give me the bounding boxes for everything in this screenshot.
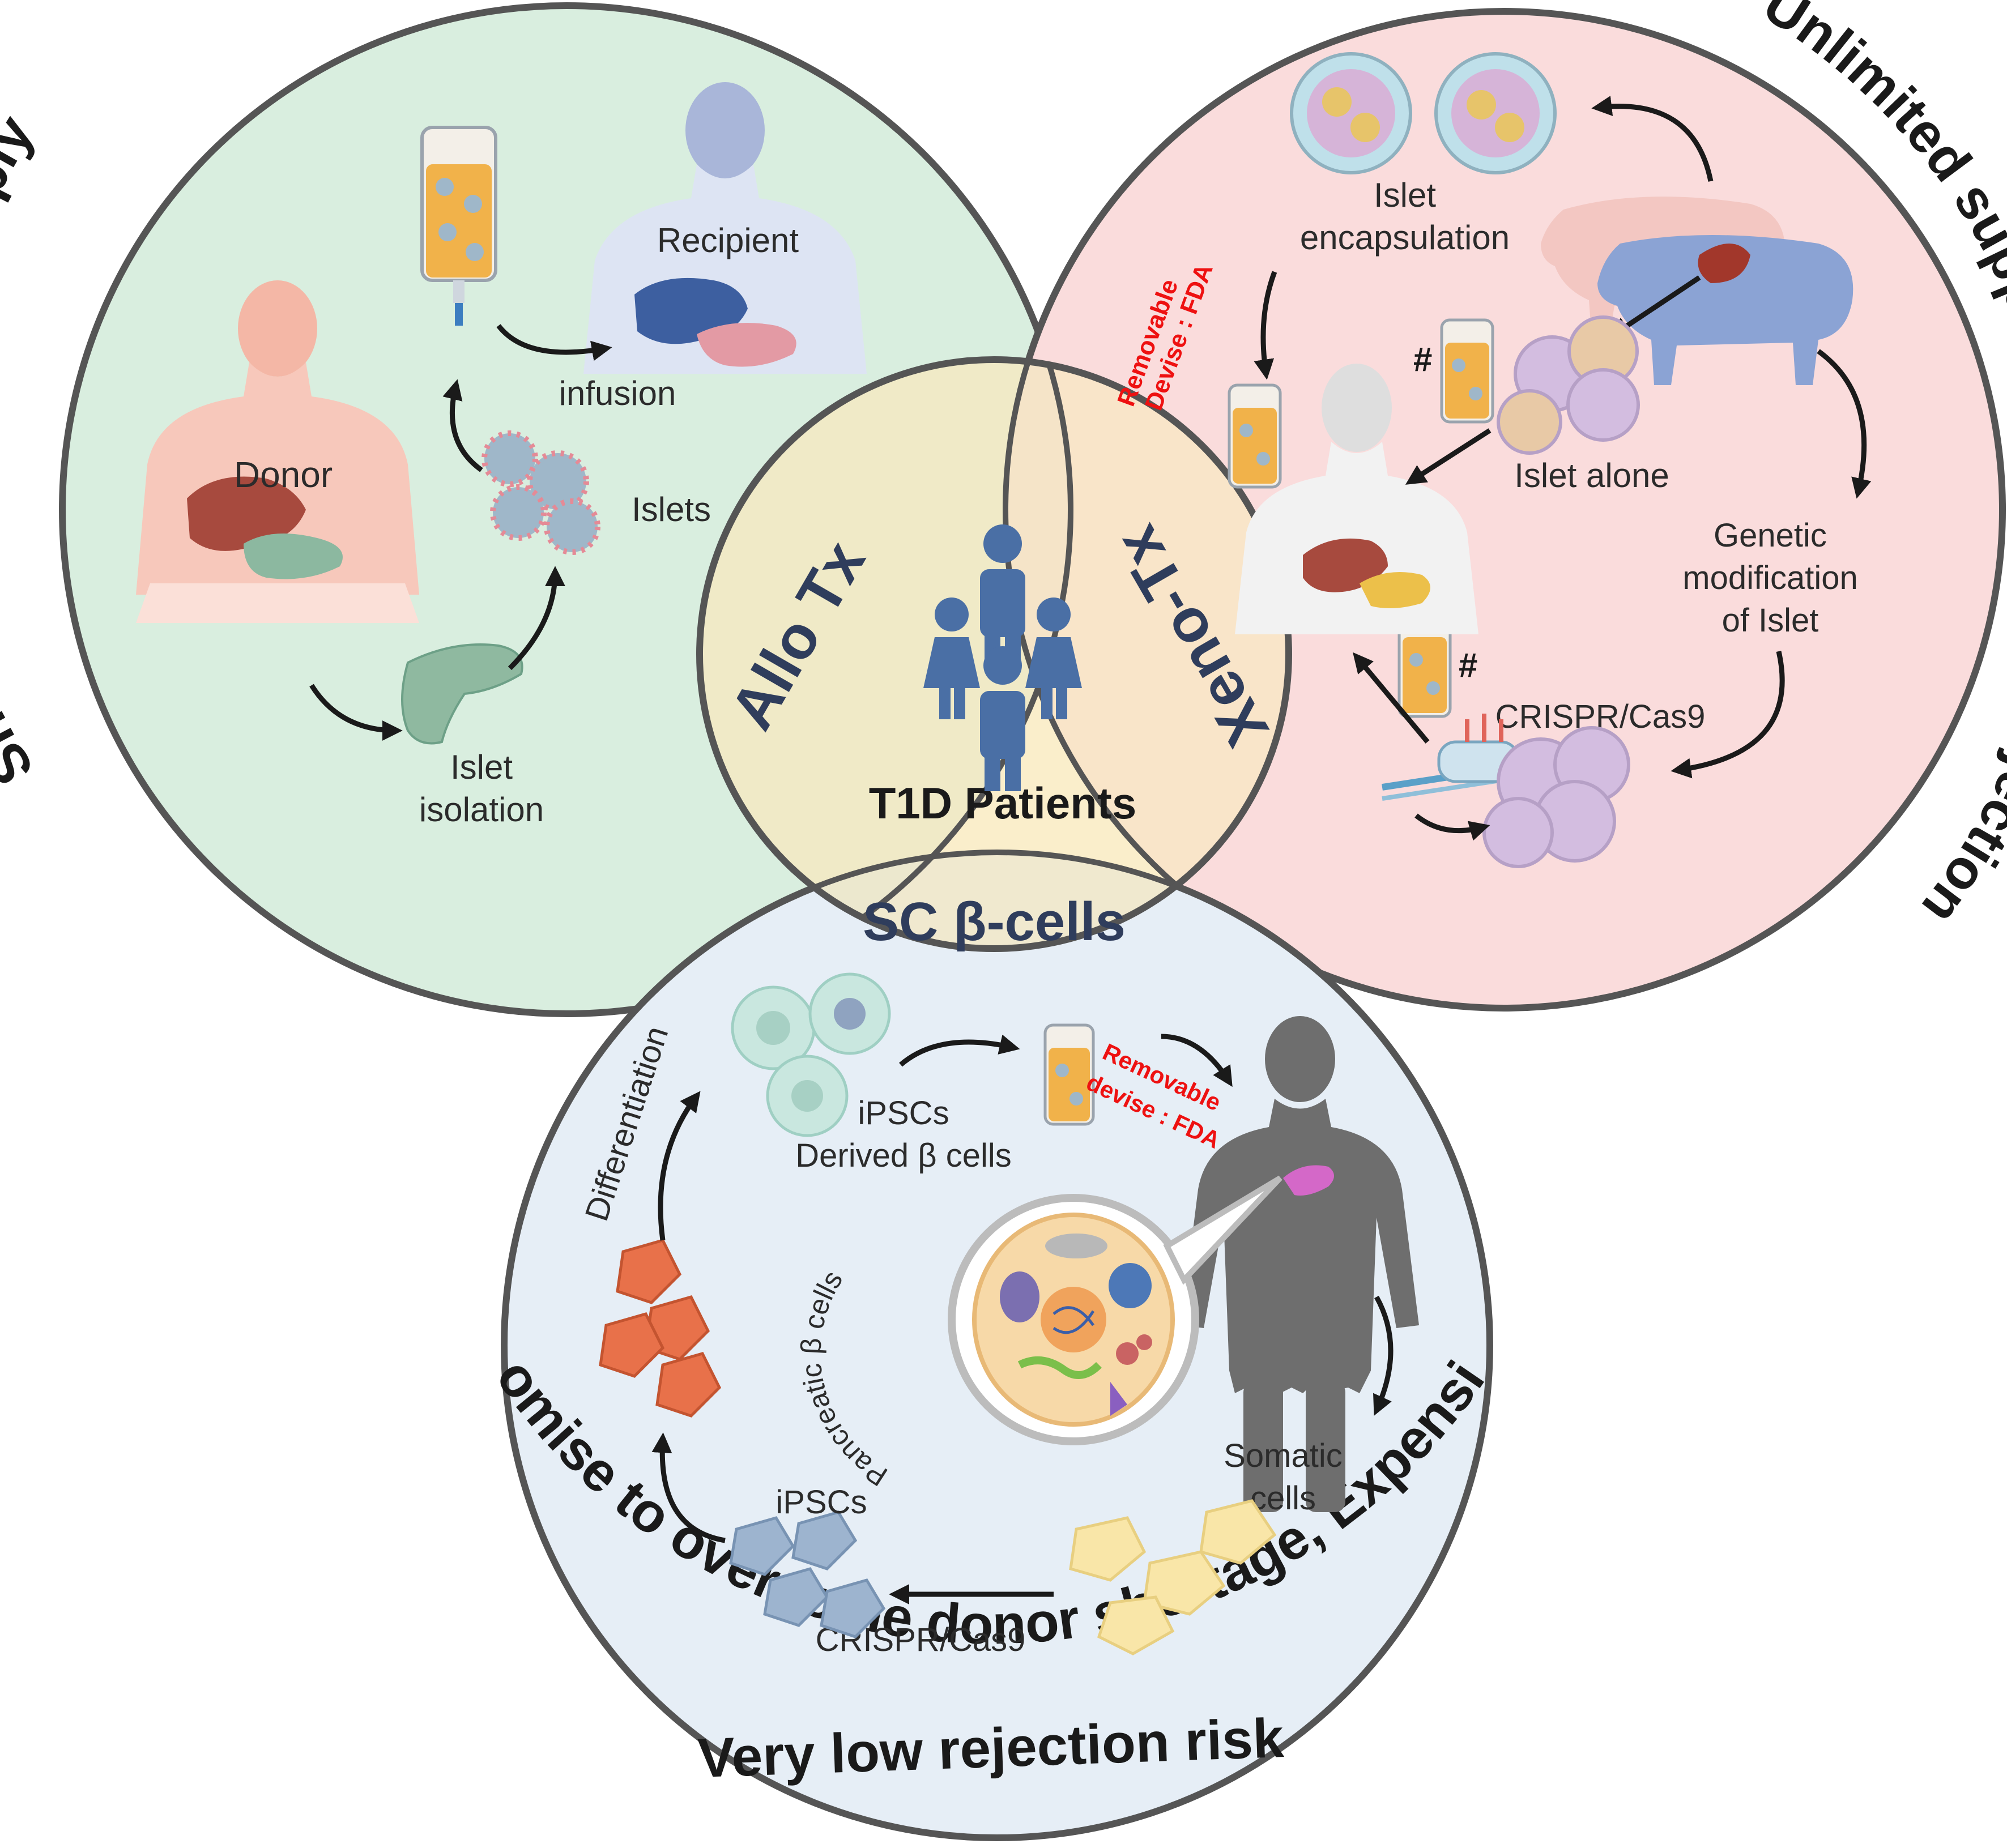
islets-to-bag-arrow xyxy=(442,379,483,472)
encapsulation-dish-icon-2 xyxy=(1434,52,1557,174)
ipscs-label: iPSCs xyxy=(775,1484,867,1521)
recipient-body-illustration xyxy=(583,82,867,374)
islets-cluster-icon xyxy=(481,430,600,555)
xeno-recipient-body-illustration xyxy=(1235,364,1478,634)
body-to-somatic-arrow xyxy=(1373,1295,1394,1416)
pancreas-to-islets-arrow xyxy=(508,566,565,671)
somatic-cells-line1: Somatic xyxy=(1224,1437,1343,1474)
hash-mark-1: # xyxy=(1413,340,1432,378)
iv-bag-xeno-icon-3 xyxy=(1397,613,1452,718)
pig-icon xyxy=(1541,197,1853,385)
ipsc-derived-line2: Derived β cells xyxy=(795,1137,1011,1174)
islet-encapsulation-line1: Islet xyxy=(1374,176,1436,214)
crispr-to-islets-arrow xyxy=(1414,813,1490,841)
infusion-arrow xyxy=(496,324,612,361)
ipsc-cells-icon xyxy=(729,1510,886,1638)
encapsulation-to-bag-arrow xyxy=(1254,271,1277,380)
donor-label: Donor xyxy=(234,454,333,495)
iv-bag-allo-icon xyxy=(420,126,497,326)
ipsc-derived-beta-cells-icon xyxy=(731,972,891,1137)
somatic-cells-icon xyxy=(1069,1499,1277,1655)
iv-bag-sc-icon xyxy=(1043,1023,1095,1126)
iv-bag-xeno-icon-2 xyxy=(1440,318,1494,424)
pancreas-icon xyxy=(401,643,523,745)
islet-alone-to-body-arrow xyxy=(1405,428,1492,485)
islet-isolation-line1: Islet xyxy=(450,748,513,786)
crispr-to-body-arrow xyxy=(1353,652,1430,744)
ipsc-to-red-cells-arrow xyxy=(651,1432,726,1543)
donor-body-illustration xyxy=(136,280,419,623)
t1d-patients-label: T1D Patients xyxy=(869,778,1136,828)
sc-pancreas-icon xyxy=(1283,1165,1334,1196)
sc-beta-cells-label: SC β-cells xyxy=(863,891,1126,952)
ipsc-derived-line1: iPSCs xyxy=(858,1095,949,1132)
islet-alone-cluster-icon xyxy=(1497,315,1640,455)
pig-to-islet-arrow xyxy=(1609,275,1701,338)
islet-encapsulation-line2: encapsulation xyxy=(1300,219,1510,257)
genetic-modification-line1: Genetic xyxy=(1714,517,1827,554)
modified-islets-cluster-icon xyxy=(1482,726,1630,868)
pig-to-dish-arrow xyxy=(1591,96,1714,182)
body-to-pancreas-arrow xyxy=(309,684,403,741)
genetic-to-crispr-arrow xyxy=(1671,651,1785,779)
islets-label: Islets xyxy=(632,490,711,528)
genetic-modification-line3: of Islet xyxy=(1722,602,1819,639)
red-cells-to-derived-arrow xyxy=(658,1091,701,1241)
somatic-cells-line2: cells xyxy=(1250,1480,1316,1517)
genetic-modification-line2: modification xyxy=(1682,560,1857,596)
iv-bag-xeno-icon-1 xyxy=(1228,383,1282,489)
bag-to-body-arrow xyxy=(1161,1034,1233,1087)
islet-isolation-line2: isolation xyxy=(419,791,544,829)
encapsulation-dish-icon-1 xyxy=(1290,52,1412,174)
islet-alone-label: Islet alone xyxy=(1514,456,1669,494)
zoom-pointer xyxy=(1163,1175,1282,1285)
pig-to-genetic-arrow xyxy=(1817,349,1872,499)
people-group-icon xyxy=(923,524,1082,791)
hash-mark-2: # xyxy=(1459,646,1477,684)
infusion-label: infusion xyxy=(559,374,676,412)
differentiating-cells-icon xyxy=(599,1239,722,1418)
recipient-label: Recipient xyxy=(657,221,799,259)
derived-to-bag-arrow xyxy=(899,1034,1020,1067)
pancreatic-beta-cell-icon xyxy=(972,1213,1175,1427)
somatic-human-figure xyxy=(1181,1016,1419,1512)
allo-title: Shortage of donor supply xyxy=(0,104,45,796)
